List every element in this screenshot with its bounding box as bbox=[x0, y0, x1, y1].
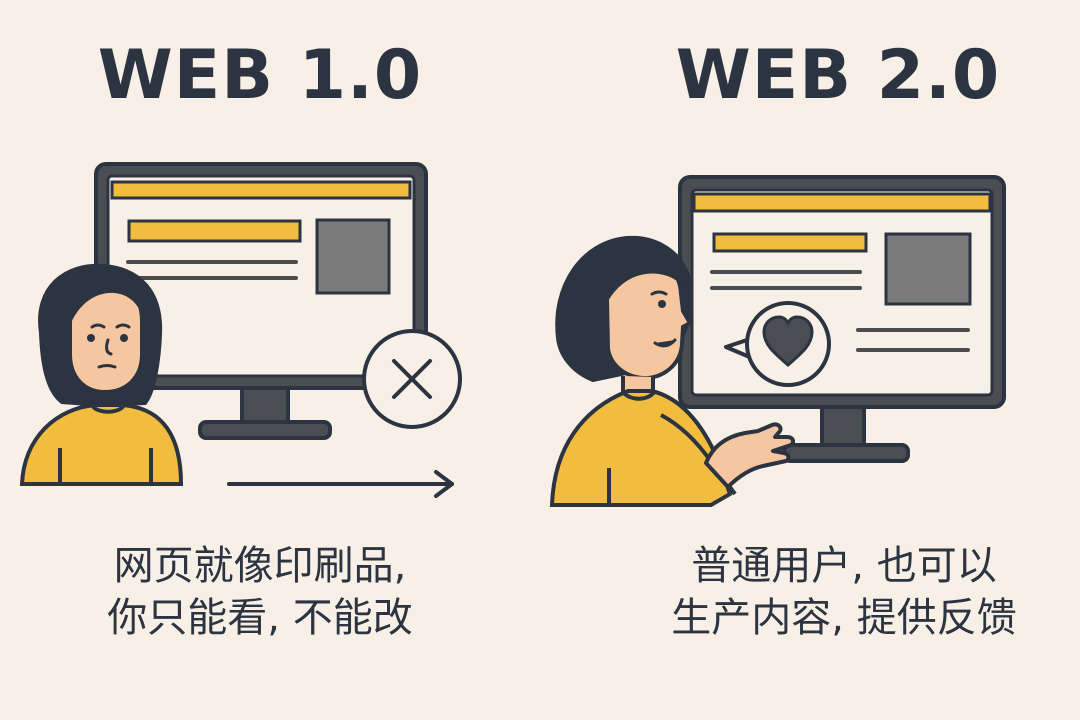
web-2-title: WEB 2.0 bbox=[675, 36, 1001, 115]
monitor-icon bbox=[94, 162, 428, 440]
close-icon bbox=[362, 329, 462, 429]
heart-icon bbox=[762, 315, 814, 367]
arrow-right-icon bbox=[227, 470, 454, 498]
web-2-panel: WEB 2.0 bbox=[540, 0, 1080, 720]
web-1-caption-line-2: 你只能看, 不能改 bbox=[107, 595, 413, 641]
monitor-icon bbox=[678, 175, 1006, 463]
web-2-caption: 普通用户, 也可以 生产内容, 提供反馈 bbox=[574, 540, 1080, 644]
person-icon bbox=[549, 235, 796, 507]
web-1-title: WEB 1.0 bbox=[97, 36, 423, 115]
web-2-caption-line-1: 普通用户, 也可以 bbox=[691, 543, 997, 589]
web-1-illustration bbox=[19, 162, 462, 498]
web-1-panel: WEB 1.0 bbox=[0, 36, 530, 644]
web-2-caption-line-2: 生产内容, 提供反馈 bbox=[671, 595, 1017, 641]
person-icon bbox=[19, 263, 184, 486]
web-1-caption-line-1: 网页就像印刷品, bbox=[113, 543, 407, 589]
speech-bubble-icon bbox=[724, 301, 831, 387]
web-2-illustration bbox=[549, 175, 1006, 507]
web-1-caption: 网页就像印刷品, 你只能看, 不能改 bbox=[0, 540, 530, 644]
